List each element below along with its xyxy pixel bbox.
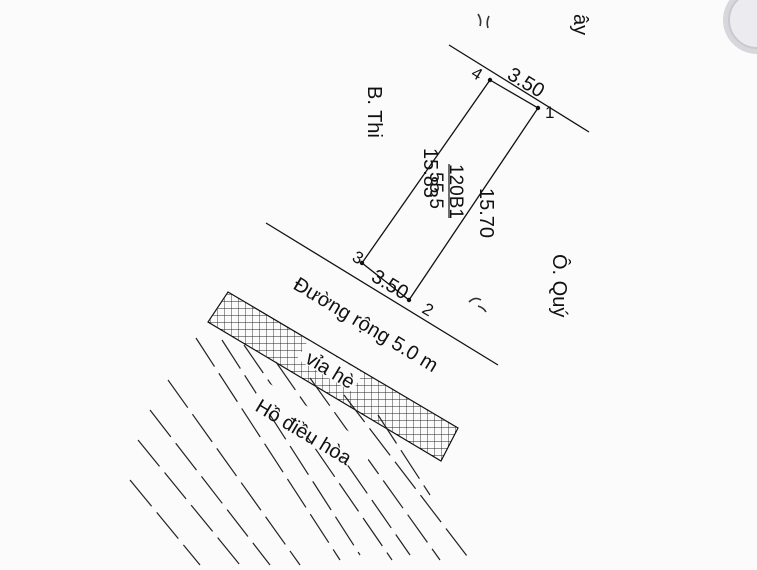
road-edge-line: [265, 222, 499, 366]
corner-label-1: 1: [545, 103, 554, 122]
neighbor-left-label: B. Thi: [363, 86, 385, 138]
edge-right-length: 15.70: [475, 188, 497, 238]
top-boundary-line: [448, 44, 590, 133]
tick-marks: [468, 13, 490, 313]
corner-text: ây: [569, 14, 591, 35]
parcel-area: 55.5: [425, 172, 446, 209]
edge-top-length: 3.50: [503, 63, 548, 102]
sidewalk-label-bg: [296, 340, 364, 392]
corner-label-2: 2: [419, 299, 437, 320]
corner-label-4: 4: [468, 63, 486, 84]
lake-label-bg: [250, 380, 376, 470]
edge-left-length: 15.83: [419, 148, 441, 198]
parcel-corner-points: [359, 77, 541, 303]
parcel-number: 120B1: [445, 164, 466, 219]
neighbor-right-label: Ô. Quý: [548, 254, 571, 317]
lake-hatching: [129, 337, 471, 566]
